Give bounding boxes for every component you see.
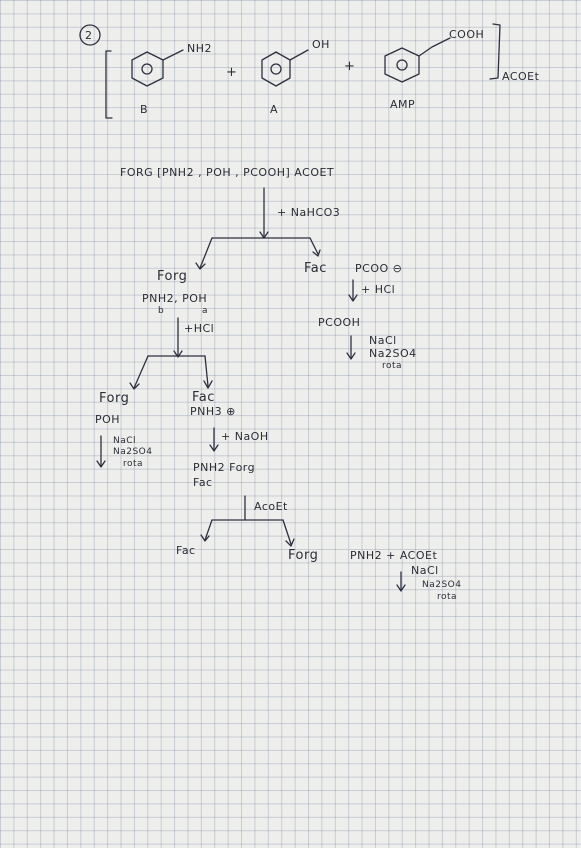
step2-right-phase: Fac <box>192 390 215 405</box>
label-b: B <box>140 103 149 116</box>
solvent-label: ACOEt <box>502 70 540 83</box>
step2-reagent: +HCl <box>184 322 215 335</box>
plus-sign: + <box>226 65 238 80</box>
subscript-a: a <box>202 306 209 316</box>
forg-mixture-line: FORG [PNH2 , POH , PCOOH] ACOET <box>120 166 335 179</box>
step1-left-phase: Forg <box>157 269 188 284</box>
right-workup-3: rota <box>382 361 403 371</box>
circled-number-outline <box>79 24 101 46</box>
benzene-ring-b-icon <box>131 49 184 87</box>
plus-sign: + <box>344 59 356 74</box>
label-a: A <box>270 103 279 116</box>
step3-line2: Fac <box>193 476 213 489</box>
step4-right-phase: Forg <box>288 548 319 563</box>
right-branch-product: PCOOH <box>318 316 361 329</box>
right-workup-2: Na2SO4 <box>369 347 417 360</box>
benzene-ring-amp-icon <box>384 37 451 83</box>
bottom-workup-2: Na2SO4 <box>422 580 462 590</box>
nh2-group: NH2 <box>187 42 212 55</box>
label-amp: AMP <box>390 98 416 111</box>
right-branch-reagent: + HCl <box>361 283 396 296</box>
step4-left-phase: Fac <box>176 544 196 557</box>
right-workup-1: NaCl <box>369 334 397 347</box>
step4-reagent: AcoEt <box>254 500 288 513</box>
step2-left-species: POH <box>95 413 121 426</box>
cooh-group: COOH <box>449 28 485 41</box>
step1-left-contents: PNH2, POH <box>142 292 208 305</box>
bottom-workup-1: NaCl <box>411 564 439 577</box>
left-workup-3: rota <box>123 459 144 469</box>
step1-right-phase: Fac <box>304 261 327 276</box>
left-bracket <box>105 50 113 119</box>
left-workup-1: NaCl <box>113 436 137 446</box>
step3-line1: PNH2 Forg <box>193 461 256 474</box>
step4-right-species: PNH2 + ACOEt <box>350 549 438 562</box>
subscript-b: b <box>158 306 165 316</box>
benzene-ring-a-icon <box>261 49 309 87</box>
oh-group: OH <box>312 38 330 51</box>
step1-reagent: + NaHCO3 <box>277 206 341 219</box>
left-workup-2: Na2SO4 <box>113 447 153 457</box>
step3-reagent: + NaOH <box>221 430 269 443</box>
step1-right-species: PCOO ⊖ <box>355 262 403 275</box>
right-bracket <box>489 23 501 80</box>
step2-right-species: PNH3 ⊕ <box>190 405 236 418</box>
exercise-number: 2 <box>85 29 93 42</box>
step2-left-phase: Forg <box>99 391 130 406</box>
bottom-workup-3: rota <box>437 592 458 602</box>
